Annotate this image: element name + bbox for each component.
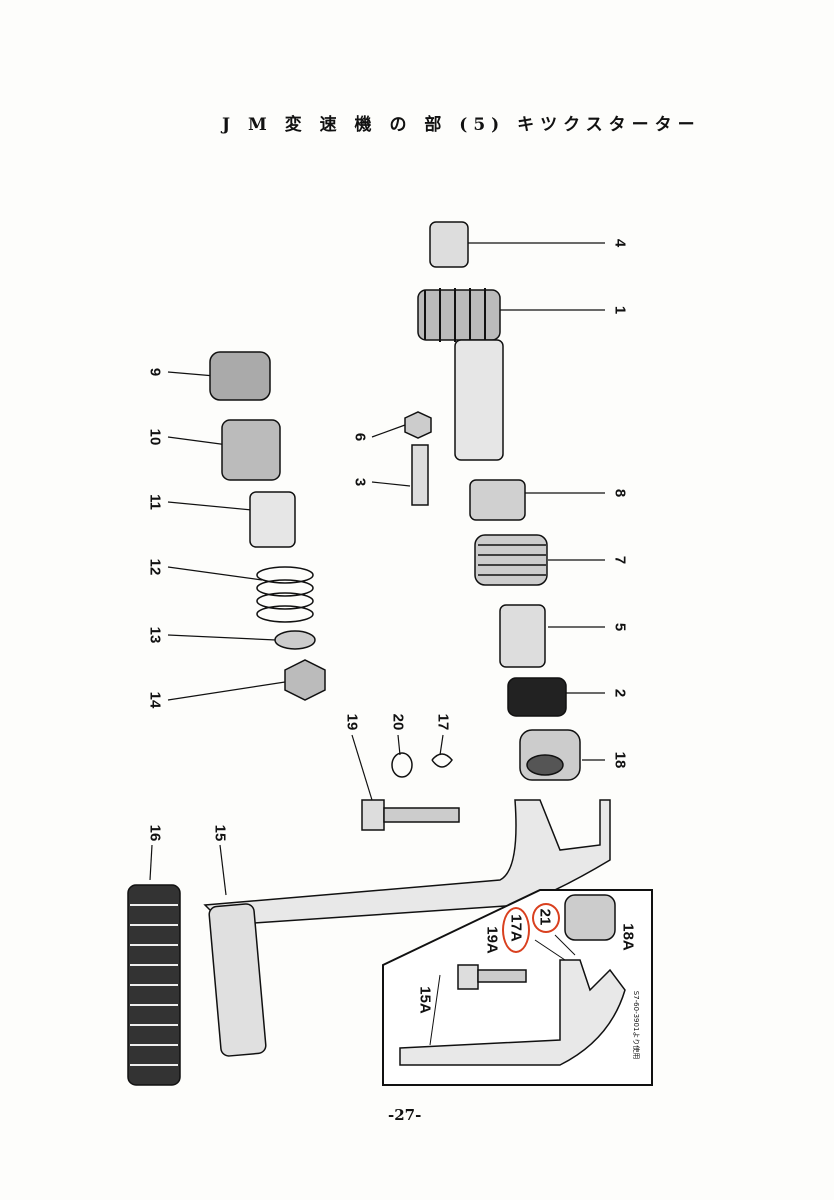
part-label-3: 3: [351, 477, 369, 487]
part-label-8: 8: [611, 488, 629, 498]
part-label-2: 2: [611, 688, 629, 698]
part-label-1: 1: [611, 305, 629, 315]
highlight-circle-17A: [502, 907, 530, 953]
part-label-10: 10: [146, 428, 164, 446]
part-label-18: 18: [611, 751, 629, 769]
part-label-19: 19: [343, 713, 361, 731]
part-label-11: 11: [146, 494, 164, 510]
part-label-16: 16: [146, 824, 164, 842]
page-number: -27-: [388, 1106, 422, 1124]
part-label-7: 7: [611, 555, 629, 565]
part-label-6: 6: [351, 432, 369, 442]
part-label-15: 15: [211, 824, 229, 842]
part-label-15A: 15A: [416, 986, 434, 1014]
part-label-9: 9: [146, 367, 164, 377]
part-label-5: 5: [611, 622, 629, 632]
part-label-17: 17: [434, 713, 452, 731]
inset-serial-note: S7-60-3901より使用: [632, 990, 640, 1060]
part-label-4: 4: [611, 238, 629, 248]
part-label-19A: 19A: [483, 926, 501, 954]
highlight-circle-21: [532, 903, 560, 933]
part-label-18A: 18A: [619, 923, 637, 951]
part-label-14: 14: [146, 691, 164, 709]
part-label-12: 12: [146, 558, 164, 576]
part-label-13: 13: [146, 626, 164, 644]
part-label-20: 20: [389, 713, 407, 731]
page-title: J M 変 速 機 の 部 (5) キツクスターター: [222, 115, 701, 135]
